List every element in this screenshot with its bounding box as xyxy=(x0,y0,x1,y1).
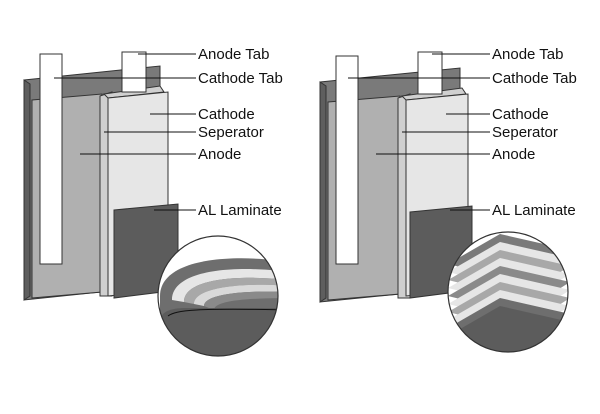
right-label-anode-tab: Anode Tab xyxy=(492,46,563,63)
right-label-separator: Seperator xyxy=(492,124,558,141)
left-anode-tab xyxy=(39,53,63,265)
right-label-al-laminate: AL Laminate xyxy=(492,202,576,219)
right-label-cathode: Cathode xyxy=(492,106,549,123)
left-label-anode-tab: Anode Tab xyxy=(198,46,269,63)
right-pouch-cell xyxy=(319,51,473,303)
left-label-cathode-tab: Cathode Tab xyxy=(198,70,283,87)
right-label-anode: Anode xyxy=(492,146,535,163)
left-label-cathode: Cathode xyxy=(198,106,255,123)
right-leaders xyxy=(348,53,490,211)
right-stacked-zoom xyxy=(447,231,569,353)
right-labels: Anode Tab Cathode Tab Cathode Seperator … xyxy=(492,46,577,219)
left-pouch-cell xyxy=(23,51,179,301)
left-label-anode: Anode xyxy=(198,146,241,163)
left-label-separator: Seperator xyxy=(198,124,264,141)
left-wound-zoom xyxy=(157,235,279,357)
left-labels: Anode Tab Cathode Tab Cathode Seperator … xyxy=(198,46,283,219)
left-casing-edge xyxy=(23,79,31,301)
right-label-cathode-tab: Cathode Tab xyxy=(492,70,577,87)
right-casing-edge xyxy=(319,81,327,303)
left-leaders xyxy=(54,53,196,211)
left-label-al-laminate: AL Laminate xyxy=(198,202,282,219)
right-cathode-tab xyxy=(417,51,443,95)
left-cathode-tab xyxy=(121,51,147,93)
right-anode-tab xyxy=(335,55,359,265)
